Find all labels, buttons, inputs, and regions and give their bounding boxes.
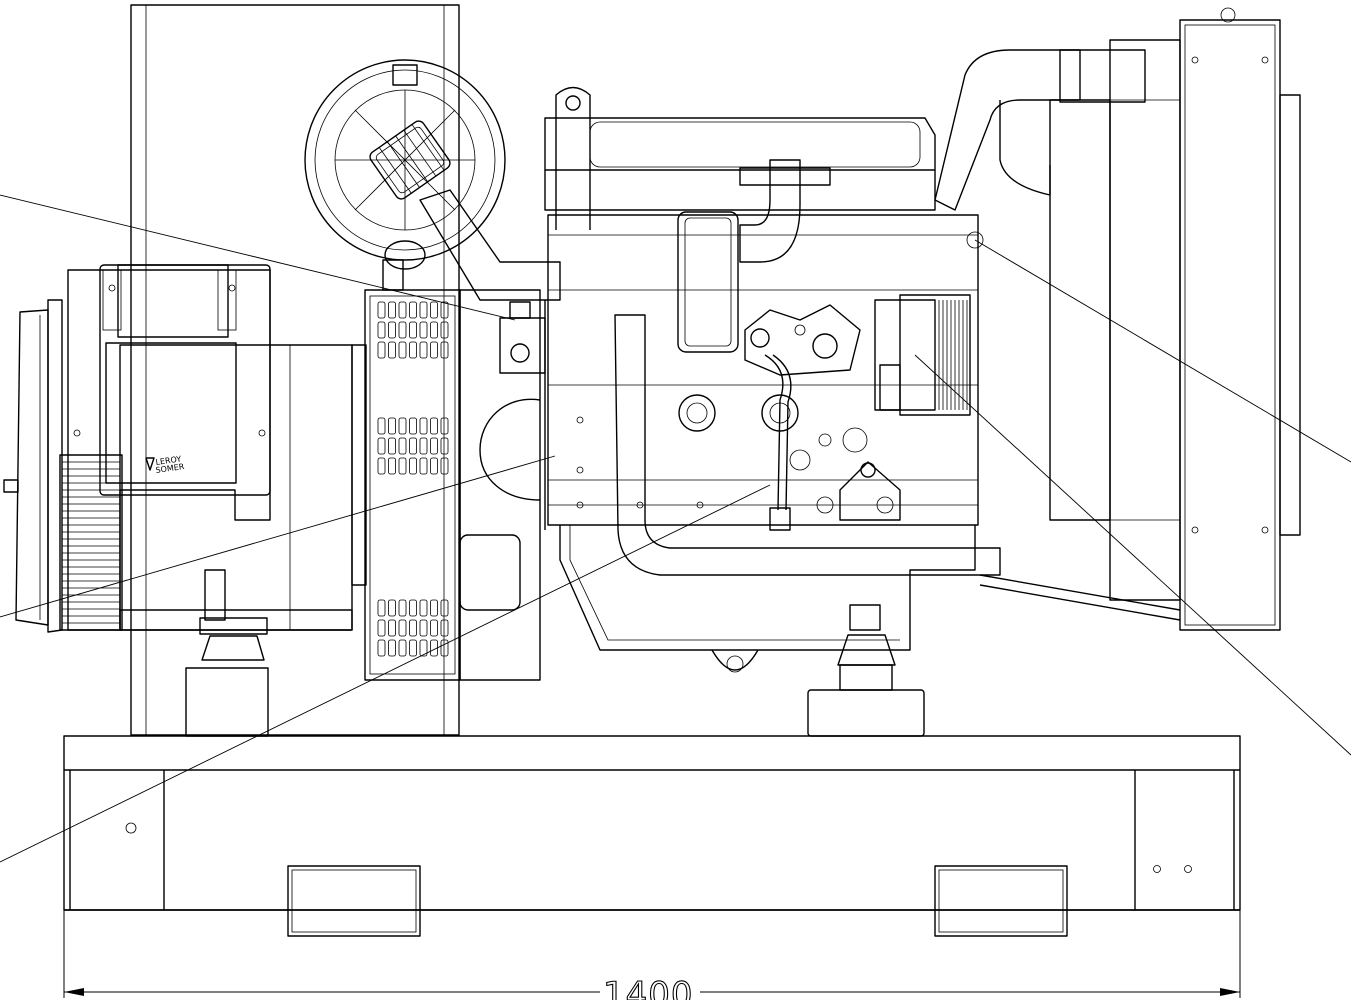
callout-leader-lines <box>0 194 1351 863</box>
dimension-label-1400: 1400 <box>603 975 694 1000</box>
alternator-terminal-box <box>73 264 271 496</box>
base-frame <box>63 735 1241 911</box>
alternator-fan-grille <box>59 454 123 631</box>
adapter-vent-slots <box>377 301 449 657</box>
flywheel-housing <box>351 289 541 681</box>
radiator <box>934 7 1301 631</box>
alternator: LEROY SOMER <box>3 264 353 737</box>
air-filter <box>304 59 561 301</box>
leroy-somer-logo: LEROY SOMER <box>145 454 185 475</box>
alternator-mount-foot <box>185 569 269 737</box>
overall-length-dimension: 1400 <box>63 910 1241 1000</box>
ecu-fins <box>934 300 968 410</box>
lifting-frame <box>130 4 460 736</box>
svg-text:LEROY: LEROY <box>155 454 182 467</box>
engine-block <box>499 86 1001 737</box>
forklift-pocket-left <box>287 865 421 937</box>
svg-text:SOMER: SOMER <box>155 462 185 475</box>
forklift-pocket-right <box>934 865 1068 937</box>
